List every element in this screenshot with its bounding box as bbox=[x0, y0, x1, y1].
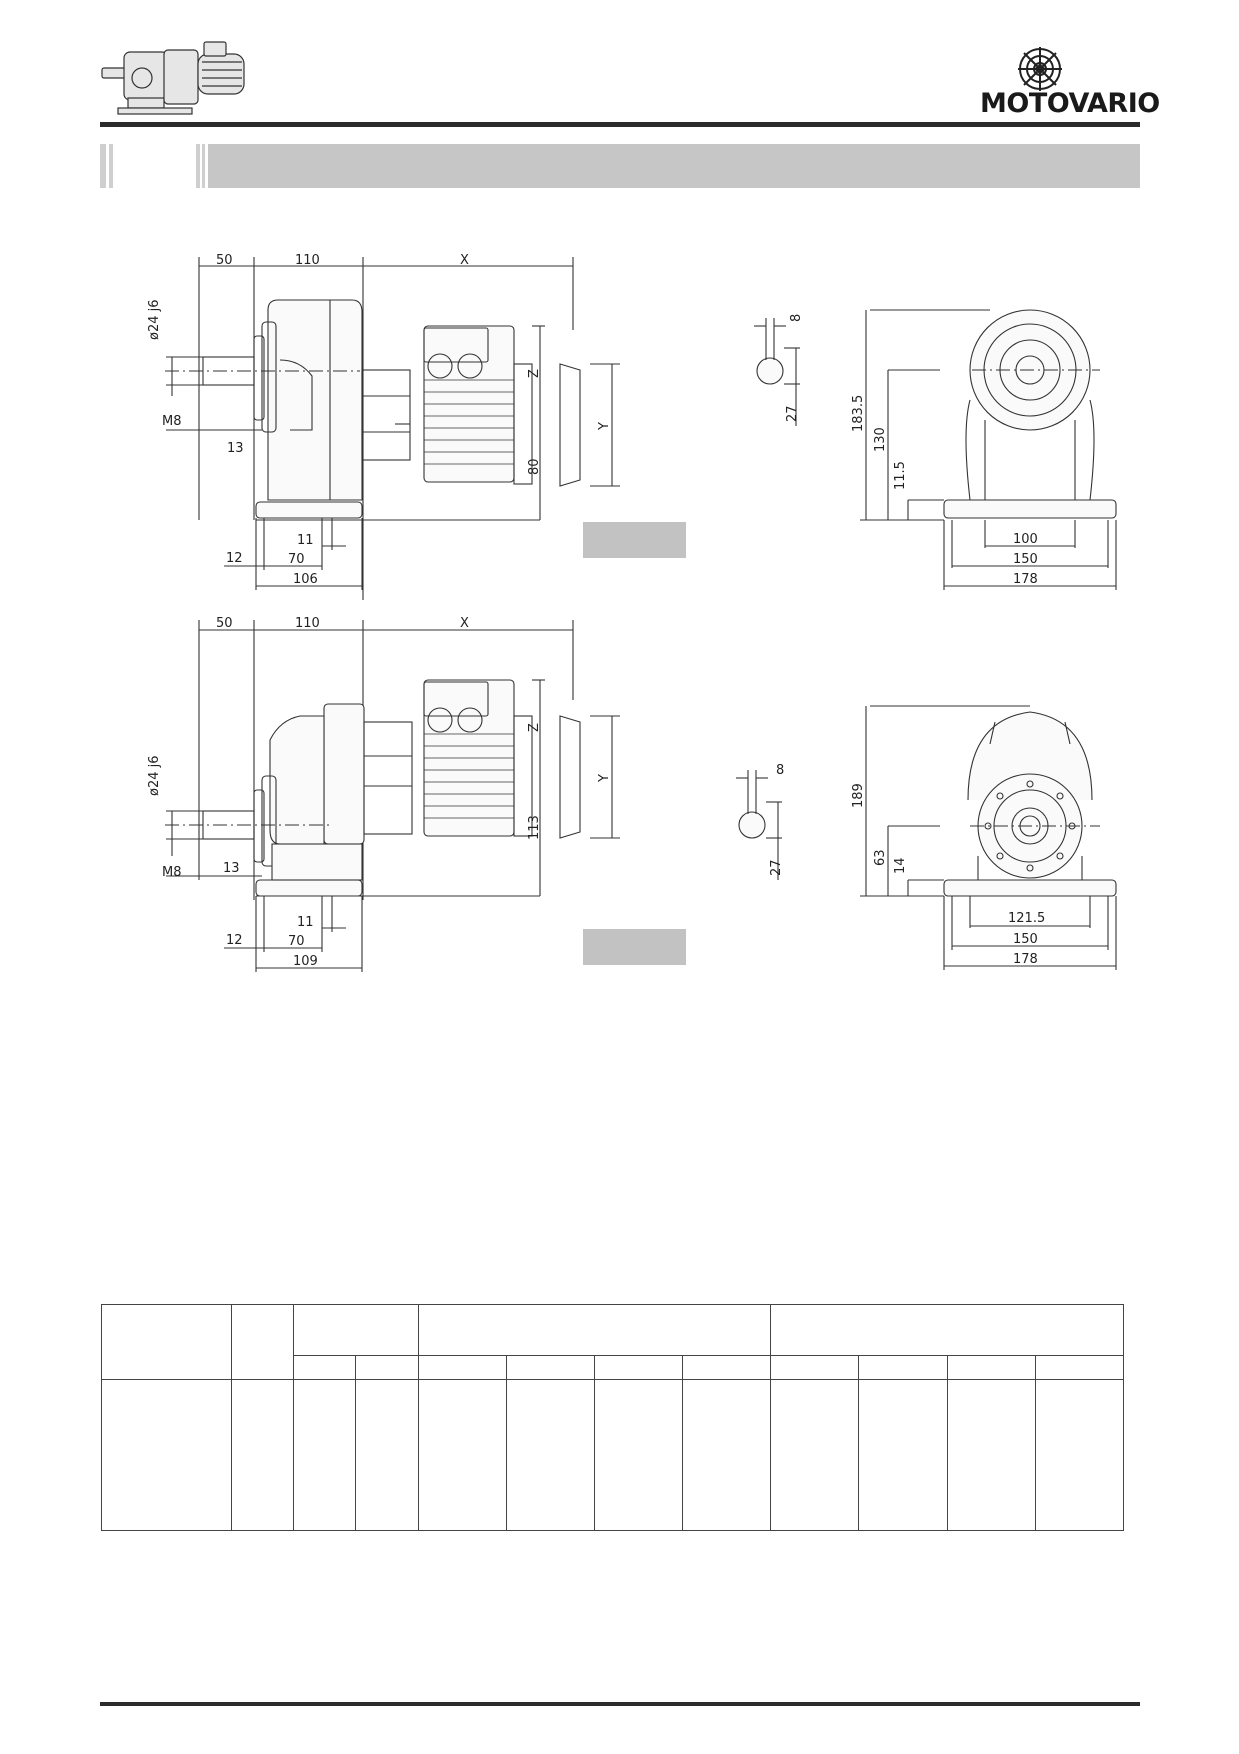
table-cell bbox=[593, 1379, 684, 1531]
label-box-1 bbox=[583, 522, 686, 558]
d2-dim-113: 113 bbox=[527, 815, 542, 840]
table-cell bbox=[100, 1379, 233, 1531]
d2-dim-50: 50 bbox=[216, 616, 233, 631]
d1-width-178: 178 bbox=[1013, 572, 1038, 587]
table-header-cell bbox=[417, 1304, 772, 1356]
d2-dim-y: Y bbox=[597, 774, 612, 783]
d2-dim-70: 70 bbox=[288, 934, 305, 949]
d2-key-27: 27 bbox=[769, 859, 784, 876]
table-subheader-cell bbox=[505, 1355, 595, 1380]
d2-height-14: 14 bbox=[893, 857, 908, 874]
d1-dim-13: 13 bbox=[227, 441, 244, 456]
d1-thread: M8 bbox=[162, 414, 182, 429]
specifications-table bbox=[100, 1304, 1125, 1531]
d2-dim-12: 12 bbox=[226, 933, 243, 948]
label-box-2 bbox=[583, 929, 686, 965]
d2-thread: M8 bbox=[162, 865, 182, 880]
d1-height-1835: 183.5 bbox=[851, 395, 866, 432]
table-subheader-cell bbox=[858, 1355, 948, 1380]
table-cell bbox=[682, 1379, 772, 1531]
table-cell bbox=[1034, 1379, 1125, 1531]
d2-dim-109: 109 bbox=[293, 954, 318, 969]
d1-dim-11: 11 bbox=[297, 533, 314, 548]
drawing-1-shaft-end bbox=[754, 318, 800, 426]
d1-dim-x: X bbox=[460, 253, 469, 268]
d1-dim-50: 50 bbox=[216, 253, 233, 268]
d2-dim-13: 13 bbox=[223, 861, 240, 876]
footer-rule bbox=[100, 1702, 1140, 1706]
d2-height-63: 63 bbox=[873, 849, 888, 866]
d2-dim-11: 11 bbox=[297, 915, 314, 930]
drawing-2-side-view bbox=[165, 620, 620, 972]
d2-width-1215: 121.5 bbox=[1008, 911, 1045, 926]
table-subheader-cell bbox=[293, 1355, 357, 1380]
d1-dim-12: 12 bbox=[226, 551, 243, 566]
drawing-2-end-view bbox=[860, 705, 1117, 970]
d2-dim-z: Z bbox=[527, 723, 542, 732]
table-cell bbox=[293, 1379, 357, 1531]
table-cell bbox=[417, 1379, 507, 1531]
table-subheader-cell bbox=[417, 1355, 507, 1380]
table-header-cell bbox=[770, 1304, 1124, 1356]
header-rule bbox=[100, 122, 1140, 127]
title-band bbox=[100, 144, 1140, 188]
table-cell bbox=[505, 1379, 595, 1531]
drawing-2-shaft-end bbox=[736, 770, 782, 880]
table-cell bbox=[858, 1379, 948, 1531]
motovario-emblem-icon bbox=[1018, 47, 1062, 91]
d1-shaft-dia: ø24 j6 bbox=[147, 299, 162, 340]
table-subheader-cell bbox=[770, 1355, 860, 1380]
table-cell bbox=[946, 1379, 1036, 1531]
d1-height-115: 11.5 bbox=[893, 461, 908, 490]
d1-dim-106: 106 bbox=[293, 572, 318, 587]
table-subheader-cell bbox=[682, 1355, 772, 1380]
drawing-1-end-view bbox=[860, 309, 1117, 590]
table-cell bbox=[770, 1379, 860, 1531]
d1-width-150: 150 bbox=[1013, 552, 1038, 567]
d1-dim-80: 80 bbox=[527, 458, 542, 475]
table-cell bbox=[355, 1379, 419, 1531]
d1-dim-y: Y bbox=[597, 422, 612, 431]
table-header-cell bbox=[100, 1304, 233, 1380]
d1-key-8: 8 bbox=[789, 314, 804, 322]
table-header-cell bbox=[231, 1304, 295, 1380]
d1-key-27: 27 bbox=[785, 405, 800, 422]
d1-dim-z: Z bbox=[527, 369, 542, 378]
table-subheader-cell bbox=[1034, 1355, 1125, 1380]
d1-dim-70: 70 bbox=[288, 552, 305, 567]
table-subheader-cell bbox=[946, 1355, 1036, 1380]
table-subheader-cell bbox=[355, 1355, 419, 1380]
d2-width-178: 178 bbox=[1013, 952, 1038, 967]
d2-height-189: 189 bbox=[851, 783, 866, 808]
brand-logo: MOTOVARIO bbox=[980, 88, 1160, 119]
d1-height-130: 130 bbox=[873, 427, 888, 452]
drawing-1-side-view bbox=[165, 257, 620, 600]
table-cell bbox=[231, 1379, 295, 1531]
d2-width-150: 150 bbox=[1013, 932, 1038, 947]
table-header-cell bbox=[293, 1304, 419, 1356]
gearmotor-thumbnail-icon bbox=[101, 41, 245, 115]
d2-dim-110: 110 bbox=[295, 616, 320, 631]
d2-shaft-dia: ø24 j6 bbox=[147, 755, 162, 796]
d2-key-8: 8 bbox=[776, 763, 784, 778]
d2-dim-x: X bbox=[460, 616, 469, 631]
table-subheader-cell bbox=[593, 1355, 684, 1380]
d1-dim-110: 110 bbox=[295, 253, 320, 268]
d1-width-100: 100 bbox=[1013, 532, 1038, 547]
